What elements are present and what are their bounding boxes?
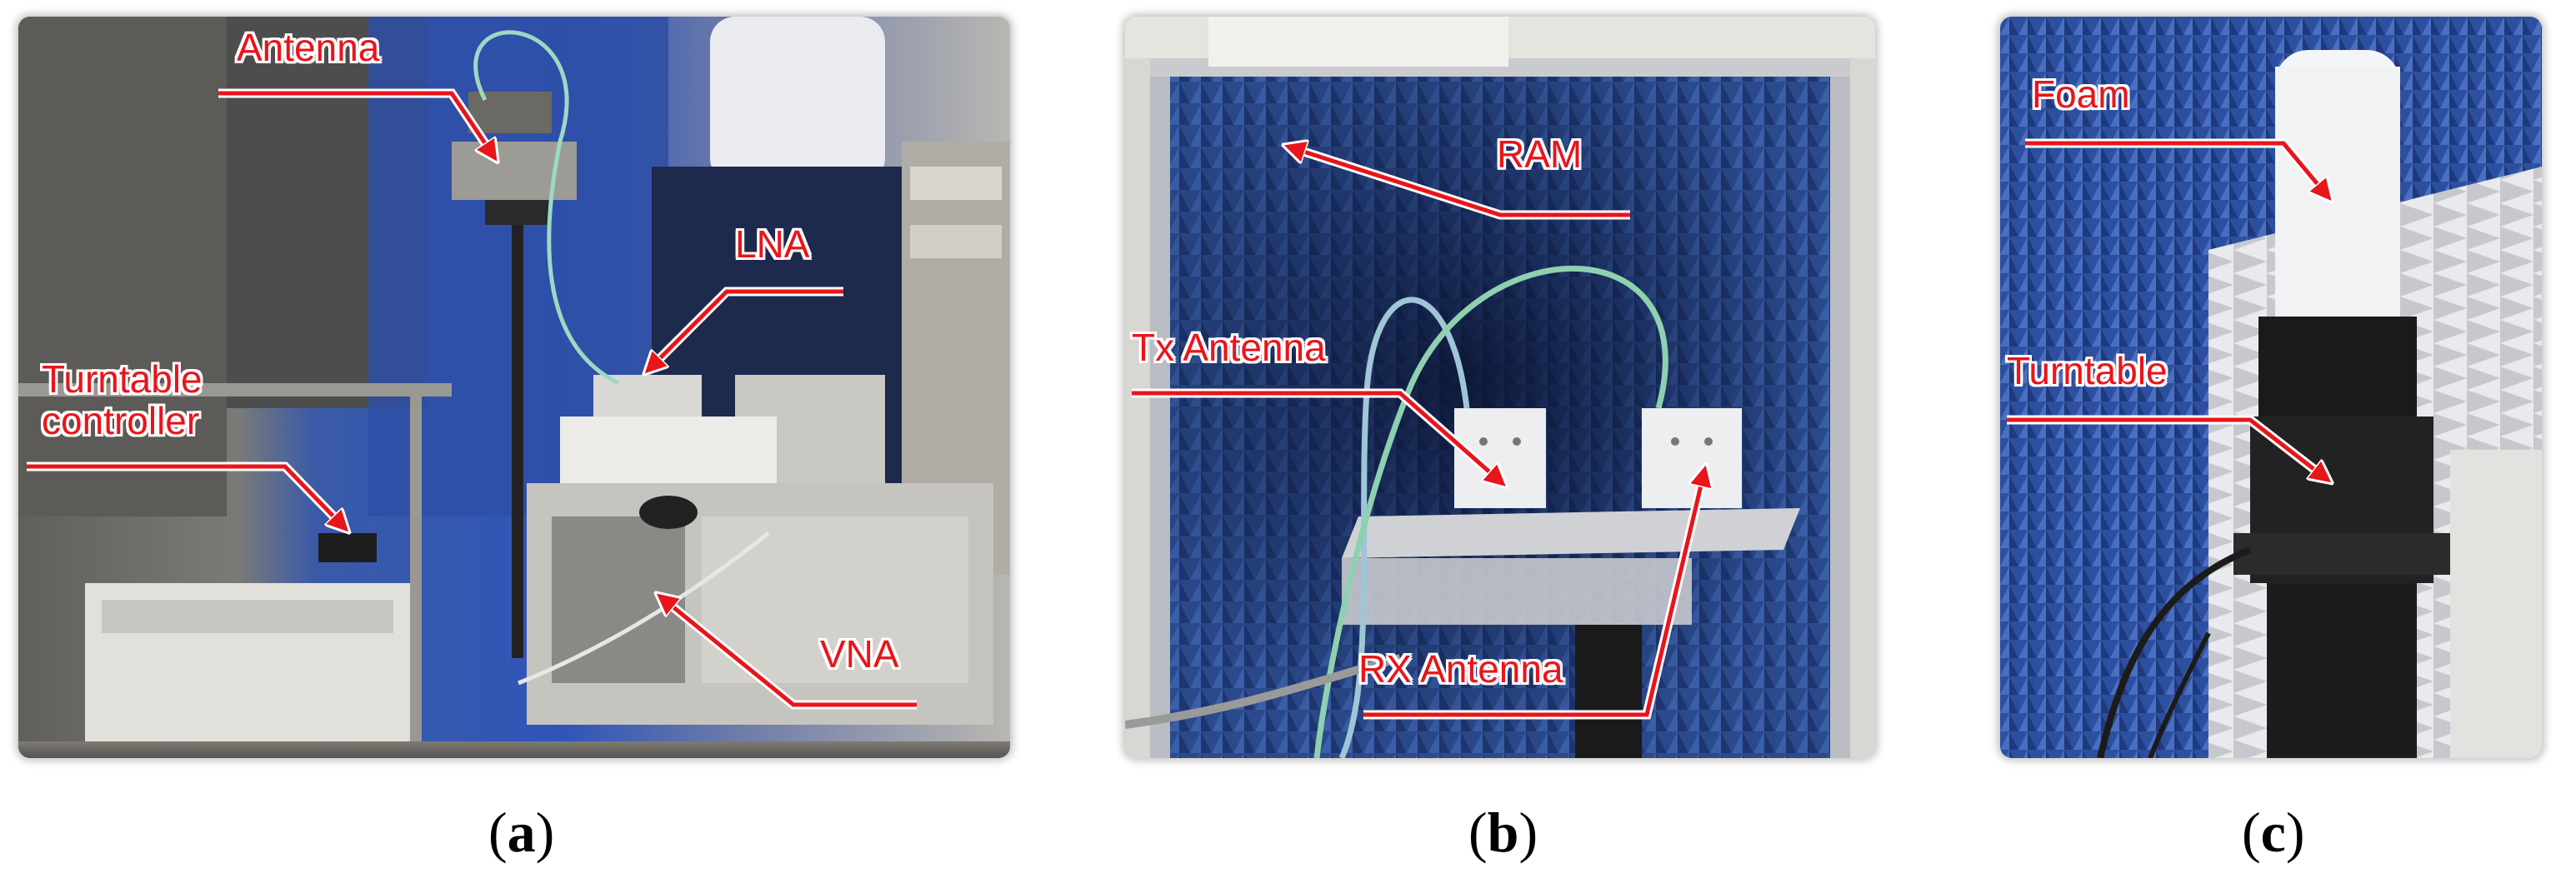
label-foam: Foam xyxy=(2032,72,2130,116)
caption-b: (b) xyxy=(1468,801,1538,864)
caption-c-letter: c xyxy=(2260,801,2286,864)
label-tx-antenna: Tx Antenna xyxy=(1132,326,1326,369)
caption-b-letter: b xyxy=(1487,801,1519,864)
label-rx-antenna: RX Antenna xyxy=(1358,647,1563,691)
label-turntable-line2: controller xyxy=(42,399,200,442)
caption-a: (a) xyxy=(488,801,555,864)
caption-a-letter: a xyxy=(507,801,536,864)
label-turntable-line1: Turntable xyxy=(42,357,203,401)
photo-panel-b: RAM Tx Antenna RX Antenna xyxy=(1125,17,1875,758)
label-vna: VNA xyxy=(820,632,899,676)
turntable-photo xyxy=(2000,17,2542,758)
photo-panel-a: Antenna LNA Turntable controller VNA xyxy=(18,17,1010,758)
label-lna: LNA xyxy=(735,222,810,266)
label-turntable: Turntable xyxy=(2007,349,2168,392)
photo-panel-c: Foam Turntable xyxy=(2000,17,2542,758)
label-antenna: Antenna xyxy=(237,26,380,69)
label-ram: RAM xyxy=(1497,132,1583,176)
caption-c: (c) xyxy=(2242,801,2305,864)
